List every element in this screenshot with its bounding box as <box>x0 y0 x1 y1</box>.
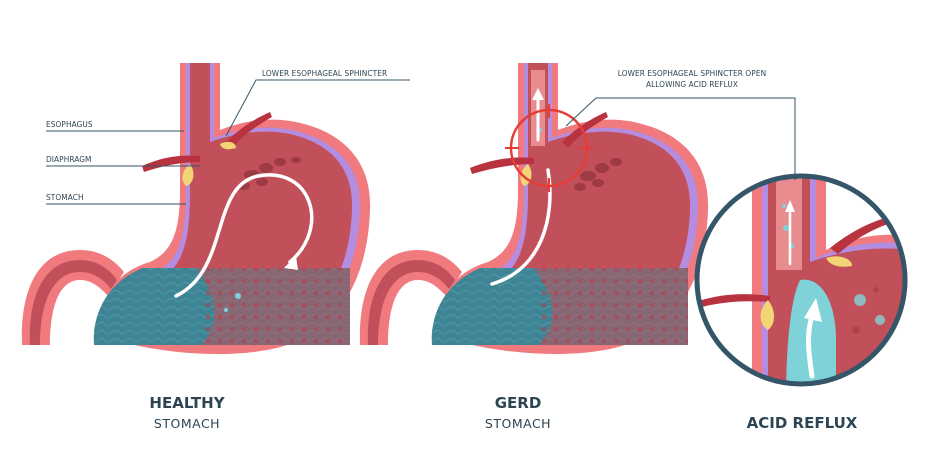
healthy-diaphragm <box>142 155 200 172</box>
healthy-fat-pad <box>182 164 194 186</box>
gerd-rugae <box>574 158 622 191</box>
healthy-stomach-illustration <box>21 63 371 355</box>
leader-les <box>225 79 410 137</box>
label-les-open-line2: ALLOWING ACID REFLUX <box>646 79 738 89</box>
gerd-stomach-illustration <box>359 63 709 355</box>
caption-healthy-sub: STOMACH <box>154 416 220 431</box>
caption-gerd-sub: STOMACH <box>485 416 551 431</box>
caption-acid-reflux: ACID REFLUX <box>747 414 858 432</box>
leader-lines <box>46 79 796 205</box>
caption-gerd-title: GERD <box>495 394 542 412</box>
healthy-flow-arrow <box>174 173 314 298</box>
lens-ring <box>694 173 908 387</box>
healthy-rugae <box>238 157 301 190</box>
label-esophagus: ESOPHAGUS <box>46 119 93 129</box>
label-stomach: STOMACH <box>46 192 84 202</box>
caption-healthy-title: HEALTHY <box>149 394 225 412</box>
label-lower-esophageal-sphincter: LOWER ESOPHAGEAL SPHINCTER <box>262 68 387 78</box>
acid-reflux-zoom-lens <box>694 173 908 387</box>
leader-les-open <box>565 97 796 178</box>
gerd-diaphragm <box>470 157 534 174</box>
label-diaphragm: DIAPHRAGM <box>46 154 92 164</box>
label-les-open-line1: LOWER ESOPHAGEAL SPHINCTER OPEN <box>618 68 766 78</box>
